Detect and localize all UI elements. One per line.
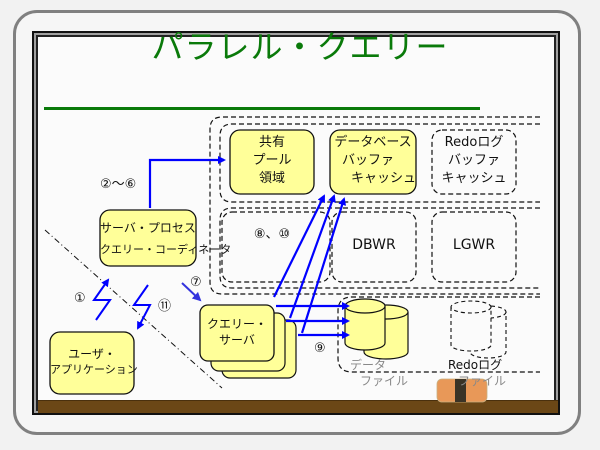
step-1-label: ① [74,291,86,306]
redo-log-file-line-1: Redoログ [448,358,503,372]
arrow-to-buffer-cache-3 [300,197,347,334]
user-application-box [49,331,135,395]
client-server-divider [44,229,223,389]
redo-log-file-label: Redoログ ファイル [448,357,528,389]
database-cylinder-icon [344,298,409,360]
instance-boundary [209,116,540,295]
user-application-line-1: ユーザ・ [68,347,116,361]
arrow-step-11 [132,284,152,330]
redo-log-buffer-line-3: キャッシュ [441,171,507,186]
process-boundary [219,207,540,289]
redo-log-file-line-2: ファイル [458,374,507,388]
db-buffer-cache-label: データベース バッファ キャッシュ [330,134,416,188]
step-2-6-label: ②～⑥ [100,177,137,192]
redo-log-buffer-label: Redoログ バッファ キャッシュ [432,134,516,188]
server-process-line-2: クエリー・コーディネータ [100,243,232,256]
arrow-to-buffer-cache-2 [288,194,336,319]
data-file-line-1: データ [350,358,387,372]
title-underline [44,107,480,110]
steps-8-10-label: ⑧、⑩ [253,227,291,242]
server-process-box [99,209,197,267]
step-11-label: ⑪ [158,299,172,314]
step-7-label: ⑦ [190,275,202,290]
shared-pool-line-2: プール [252,153,292,168]
server-process-line-1: サーバ・プロセス [100,221,196,235]
query-server-box [199,304,275,362]
whiteboard-tray [38,400,558,413]
slide-title: パラレル・クエリー [151,28,449,66]
shared-pool-box [229,129,315,195]
data-file-label: データ ファイル [350,357,430,389]
redo-log-buffer-line-2: バッファ [447,153,500,168]
lgwr-label: LGWR [452,237,496,253]
db-buffer-cache-line-3: キャッシュ [350,171,416,186]
shared-pool-line-1: 共有 [258,135,285,150]
arrow-steps-2-6 [148,156,226,208]
data-file-line-2: ファイル [360,374,409,388]
db-buffer-cache-line-2: バッファ [342,153,395,168]
db-buffer-cache-box [329,129,417,195]
query-server-line-2: サーバ [219,333,255,347]
dbwr-label: DBWR [352,237,396,253]
arrow-to-buffer-cache-1 [273,194,325,298]
db-buffer-cache-line-1: データベース [334,135,412,150]
query-server-line-1: クエリー・ [206,317,267,331]
dbwr-box [331,211,417,283]
redo-log-cylinder-icon [450,300,507,359]
shared-pool-line-3: 領域 [258,171,285,186]
eraser-icon [436,378,488,403]
steps-8-10-box [221,211,331,283]
shared-pool-label: 共有 プール 領域 [230,134,314,188]
server-process-label: サーバ・プロセス クエリー・コーディネータ [100,220,232,258]
arrow-step-1 [92,278,112,321]
user-application-line-2: アプリケーション [50,363,138,376]
step-9-label: ⑨ [314,341,326,356]
user-application-label: ユーザ・ アプリケーション [50,346,138,378]
lgwr-box [431,211,517,283]
redo-log-buffer-line-1: Redoログ [444,135,504,150]
redo-log-buffer-box [431,129,517,195]
query-server-label: クエリー・ サーバ [200,316,274,348]
arrow-step-7 [181,282,202,302]
